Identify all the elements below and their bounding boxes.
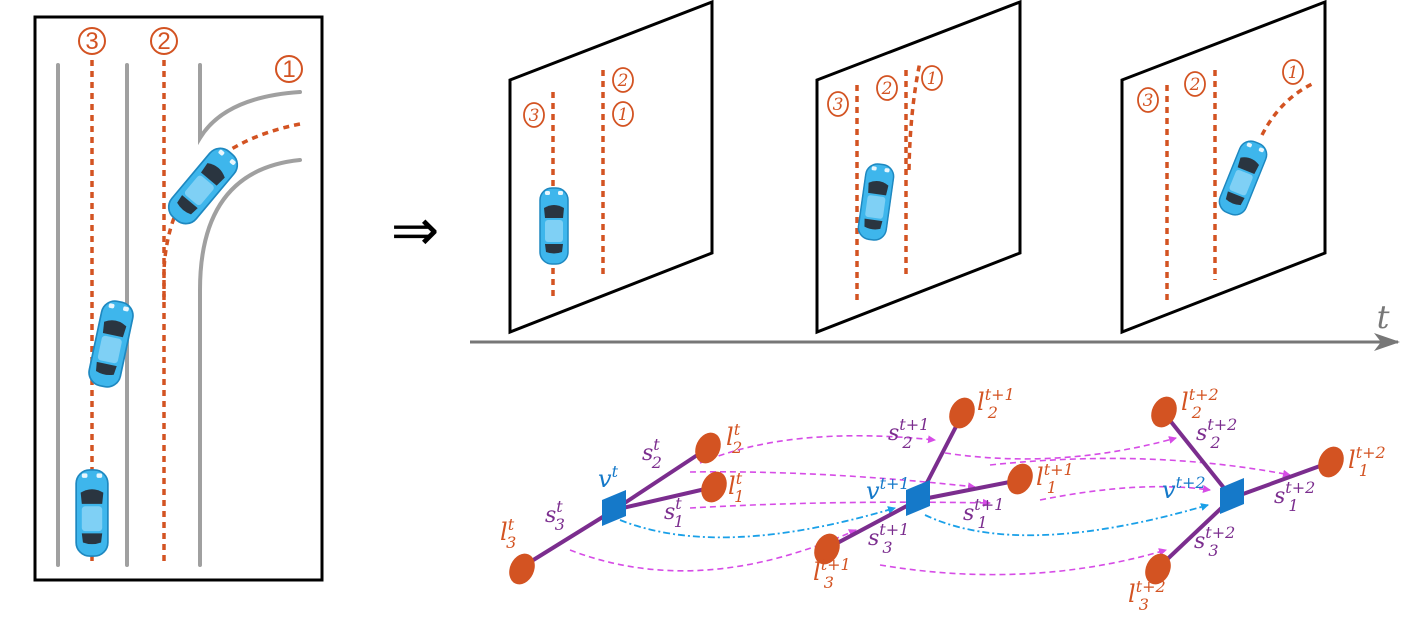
lane-badge-3: 3 (78, 27, 106, 55)
frame-1-car (539, 187, 569, 265)
svg-text:2: 2 (881, 79, 893, 99)
temporal-edge-l2-t1-t2 (944, 436, 1177, 460)
lane-centerline-1 (162, 122, 301, 300)
frame-2-panel (815, 0, 1022, 335)
frame-1-badge-2: 2 (612, 67, 634, 93)
road-edge-curve-outer (198, 63, 302, 146)
temporal-edge-l3-t1-t2 (879, 548, 1167, 576)
frame-2-badge-1: 1 (921, 65, 943, 91)
temporal-edge-l1-t-t1 (689, 498, 991, 509)
lane-node-l1-t1 (1007, 463, 1033, 495)
frame-3-badge-2: 2 (1184, 71, 1206, 97)
lane-node-l1-t2 (1318, 446, 1344, 478)
road-map: 3 2 1 (33, 15, 324, 582)
frame-2-badge-3: 3 (827, 91, 849, 117)
implies-arrow: ⇒ (391, 196, 440, 264)
frame-3-badge-3: 3 (1137, 87, 1159, 113)
vehicle-node-t2 (1220, 478, 1244, 514)
graph-step-t2 (1145, 396, 1344, 585)
frame-2-badge-2: 2 (876, 75, 898, 101)
svg-text:3: 3 (85, 28, 98, 55)
edge-v-l3-t2 (1156, 496, 1234, 570)
vehicle-node-t1 (906, 480, 930, 516)
frame-1: 3 2 1 (508, 0, 714, 335)
graph-step-t1 (814, 397, 1033, 565)
temporal-edge-l1-t1-t2 (1039, 485, 1211, 501)
svg-text:1: 1 (282, 56, 295, 83)
frame-3-panel (1120, 0, 1327, 335)
temporal-edge-s2-t-t1 (689, 470, 976, 491)
lane-node-l2-t1 (949, 397, 975, 429)
svg-text:1: 1 (1288, 63, 1299, 83)
vehicle-node-t (602, 490, 626, 526)
lane-node-l3-t (509, 553, 535, 585)
edge-v-l2-t2 (1162, 411, 1234, 500)
frame-1-badge-3: 3 (523, 102, 545, 128)
lane-badge-1: 1 (275, 55, 303, 83)
lane-node-l1-t (701, 471, 727, 503)
frame-2: 3 2 1 (815, 0, 1022, 335)
temporal-edge-s2-t1-t2 (989, 457, 1291, 478)
car-bottom (75, 469, 109, 557)
graph-step-t (509, 432, 727, 585)
label-vehicle-t: vt (598, 462, 619, 493)
temporal-edge-v-t1-t2 (924, 503, 1209, 537)
frame-3-badge-1: 1 (1282, 59, 1304, 85)
svg-text:2: 2 (617, 71, 629, 91)
svg-text:1: 1 (618, 105, 629, 125)
temporal-vehicle-edges (619, 503, 1209, 539)
svg-text:3: 3 (529, 106, 540, 126)
lane-badge-2: 2 (150, 27, 178, 55)
lane-node-l3-t1 (814, 533, 840, 565)
label-vehicle-t2: vt+2 (1162, 473, 1206, 504)
lane-node-l3-t2 (1145, 553, 1171, 585)
edge-v-l1-t (613, 485, 715, 512)
temporal-edge-v-t-t1 (619, 506, 896, 539)
edge-v-l2-t (612, 446, 710, 512)
time-axis-label: t (1377, 298, 1390, 336)
edge-v-l1-t2 (1231, 460, 1332, 500)
edge-v-l1-t1 (917, 478, 1021, 502)
road-edge-curve-inner (198, 158, 302, 567)
edge-v-l3-t1 (827, 498, 919, 550)
label-vehicle-t1: vt+1 (866, 474, 910, 505)
temporal-edge-l2-t-t1 (699, 435, 936, 464)
svg-text:3: 3 (1143, 91, 1154, 111)
svg-text:2: 2 (1189, 75, 1201, 95)
lane-node-l2-t2 (1151, 396, 1177, 428)
frame-3: 3 2 1 (1120, 0, 1327, 335)
svg-text:3: 3 (833, 95, 844, 115)
svg-text:2: 2 (157, 28, 170, 55)
frame-1-badge-1: 1 (612, 101, 634, 127)
frame-3-lane-1 (1260, 82, 1313, 136)
frame-2-lane-1 (907, 61, 922, 171)
svg-text:1: 1 (927, 69, 938, 89)
edge-v-l3-t (520, 508, 616, 569)
lane-node-l2-t (695, 432, 721, 464)
frame-1-panel (508, 0, 714, 335)
